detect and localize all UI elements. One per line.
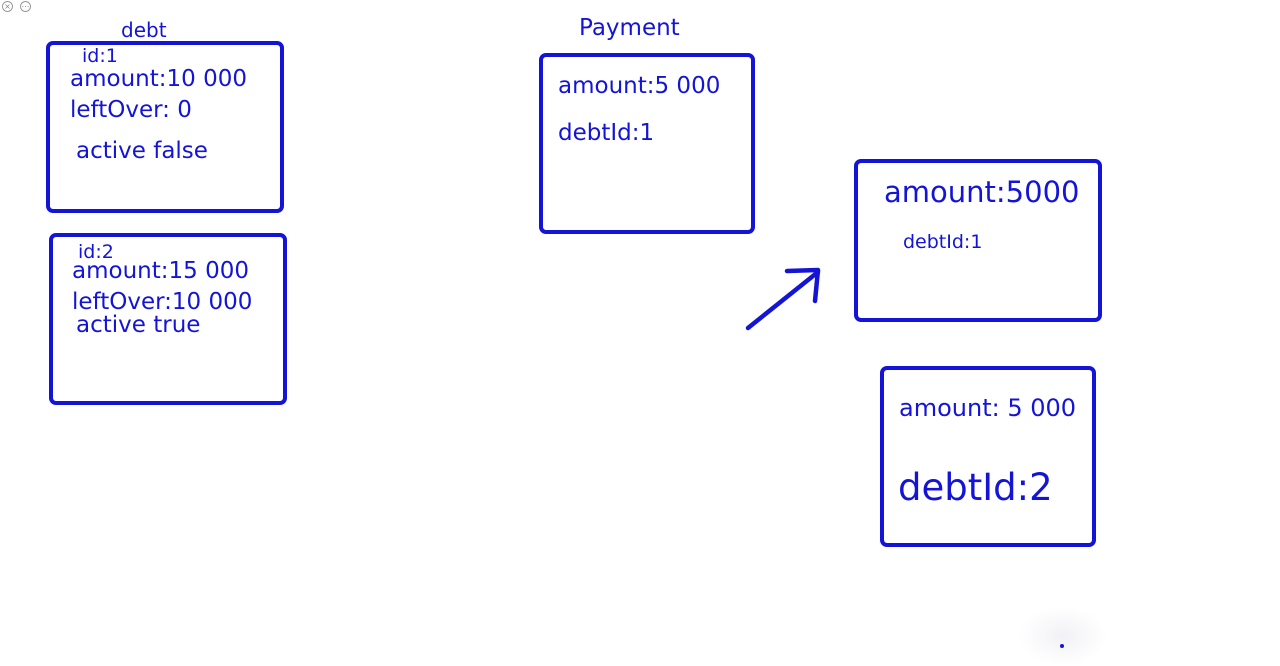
cursor-highlight [1018,606,1108,666]
debt-card-2 [49,233,287,405]
split-card-1 [854,159,1102,322]
debt-section-title: debt [121,18,167,42]
close-window-button[interactable]: × [2,1,13,12]
debt-card-1-leftover: leftOver: 0 [70,97,192,123]
debt-card-2-id: id:2 [78,241,114,263]
debt-card-2-active: active true [76,312,201,338]
split-card-2-debt-id: debtId:2 [898,466,1053,509]
debt-card-1-active: active false [76,138,208,164]
debt-card-2-amount: amount:15 000 [72,258,249,284]
split-card-2 [880,366,1096,547]
close-icon: × [4,1,11,11]
split-card-1-debt-id: debtId:1 [903,231,983,253]
debt-card-1 [46,41,284,213]
debt-card-1-id: id:1 [82,45,118,67]
cursor-dot [1060,644,1064,648]
debt-card-1-amount: amount:10 000 [70,66,247,92]
more-options-button[interactable]: ⋯ [20,1,31,12]
payment-card-debt-id: debtId:1 [558,120,655,146]
payment-section-title: Payment [579,15,680,41]
more-icon: ⋯ [21,1,30,11]
payment-card [539,53,755,234]
split-card-2-amount: amount: 5 000 [899,394,1077,422]
split-card-1-amount: amount:5000 [884,175,1080,209]
debt-card-2-leftover: leftOver:10 000 [72,289,253,315]
payment-card-amount: amount:5 000 [558,73,721,99]
